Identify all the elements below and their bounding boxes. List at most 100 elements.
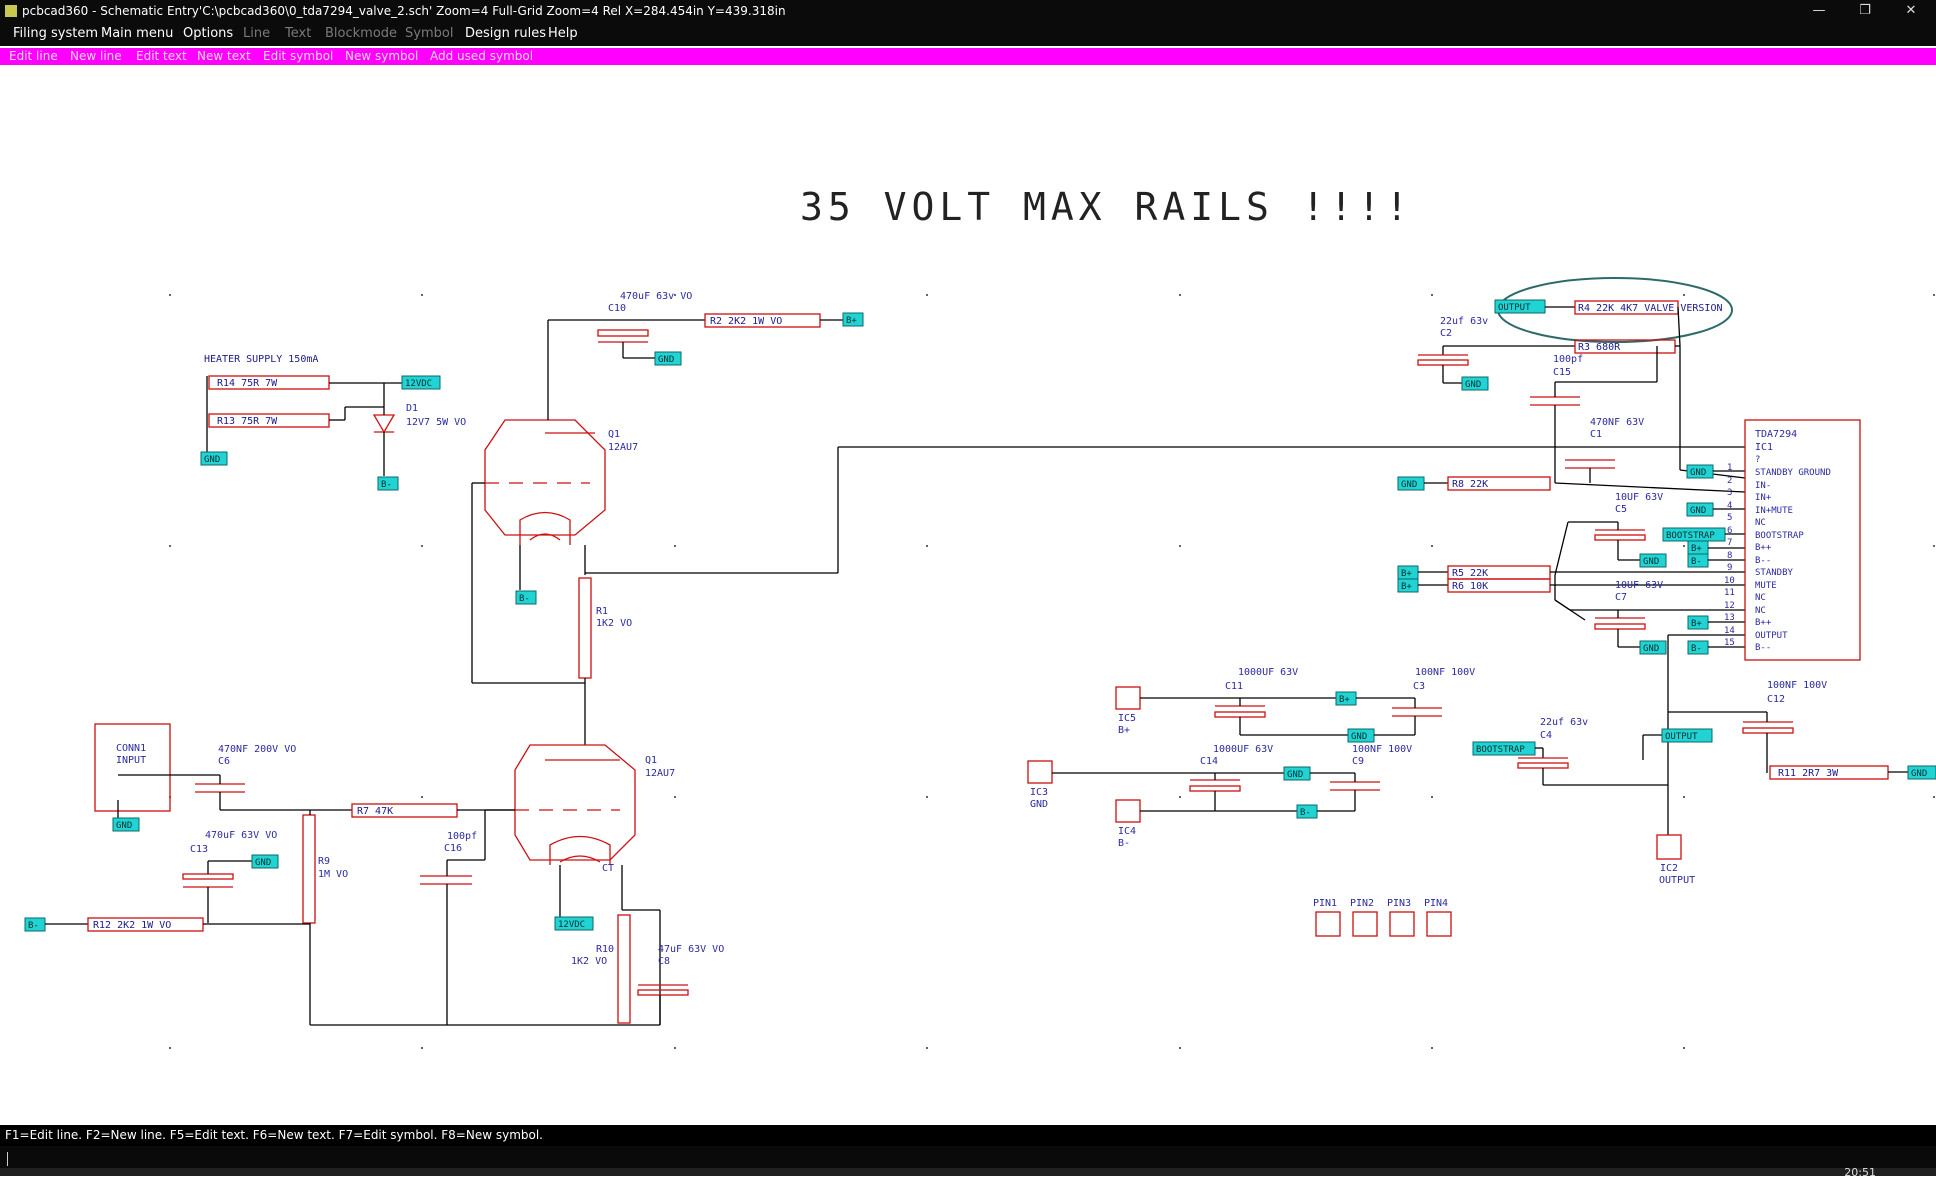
tag-gnd-heater[interactable] <box>200 451 228 466</box>
c2-ref: C2 <box>1440 328 1452 339</box>
new-line-button[interactable]: New line <box>70 49 122 63</box>
menu-line[interactable]: Line <box>243 26 271 41</box>
menu-filing-system[interactable]: Filing system <box>13 26 98 41</box>
ic1-pin-num-11: 11 <box>1724 588 1735 598</box>
menu-help[interactable]: Help <box>548 26 578 41</box>
tag-bminus-heater[interactable] <box>377 476 399 491</box>
resistor-r10[interactable] <box>617 914 631 1024</box>
r1-value: 1K2 VO <box>596 618 632 629</box>
maximize-button[interactable]: ❐ <box>1859 3 1871 18</box>
ic1-pin-num-12: 12 <box>1724 601 1735 611</box>
c12-value: 100NF 100V <box>1767 680 1827 691</box>
tag-bplus-r2[interactable] <box>842 312 864 327</box>
connector-conn1[interactable] <box>94 723 171 812</box>
resistor-r1[interactable] <box>578 577 592 679</box>
minimize-button[interactable]: — <box>1812 3 1826 18</box>
menu-symbol[interactable]: Symbol <box>405 26 454 41</box>
ic3-sub: GND <box>1030 799 1048 810</box>
ic1-pin-label-6: BOOTSTRAP <box>1755 531 1804 541</box>
heater-supply-block[interactable]: HEATER SUPPLY 150mA R14 75R 7W R13 75R 7… <box>200 354 466 491</box>
ic1-pin-label-3: IN+ <box>1755 493 1772 503</box>
capacitor-c5[interactable] <box>1594 534 1646 541</box>
close-button[interactable]: ✕ <box>1905 3 1917 18</box>
ic2-ref: IC2 <box>1660 863 1678 874</box>
capacitor-c4[interactable] <box>1517 762 1569 769</box>
ic1-pin-num-10: 10 <box>1724 576 1735 586</box>
tag-output-ic1[interactable] <box>1661 728 1713 743</box>
capacitor-c11[interactable] <box>1214 711 1266 718</box>
ic1-pin-label-14: OUTPUT <box>1755 631 1788 641</box>
tag-gnd-c10[interactable] <box>654 351 682 366</box>
c14-ref: C14 <box>1200 756 1218 767</box>
tag-gnd-c7-text: GND <box>1643 644 1659 654</box>
ic1-pin-label-13: B++ <box>1755 618 1772 628</box>
q1-lower-value: 12AU7 <box>645 768 675 779</box>
menu-text[interactable]: Text <box>285 26 312 41</box>
capacitor-c10[interactable] <box>597 329 649 337</box>
add-used-symbol-button[interactable]: Add used symbol <box>430 49 534 63</box>
new-text-button[interactable]: New text <box>197 49 251 63</box>
resistor-r8[interactable] <box>1447 476 1551 491</box>
tag-bplus-r2-text: B+ <box>846 316 857 326</box>
pin-header-2[interactable] <box>1352 911 1378 937</box>
pin-header-3[interactable] <box>1389 911 1415 937</box>
ic1-pin-label-1: STANDBY GROUND <box>1755 468 1831 478</box>
ic3-ref: IC3 <box>1030 787 1048 798</box>
capacitor-c7[interactable] <box>1594 623 1646 630</box>
tag-gnd-r11[interactable] <box>1907 765 1936 780</box>
amplifier-block[interactable]: OUTPUT R4 22K 4K7 VALVE VERSION 22uf 63v… <box>1397 277 1936 886</box>
capacitor-c12[interactable] <box>1742 727 1794 734</box>
menu-blockmode[interactable]: Blockmode <box>325 26 398 41</box>
connector-ic4[interactable] <box>1115 799 1141 823</box>
connector-ic2[interactable] <box>1656 834 1682 860</box>
tag-12vdc-heater[interactable] <box>401 375 441 390</box>
input-block[interactable]: CONN1 INPUT GND 470NF 200V VO C6 R7 47K … <box>24 723 515 1025</box>
tag-gnd-c5[interactable] <box>1639 553 1667 568</box>
new-symbol-button[interactable]: New symbol <box>345 49 419 63</box>
tag-bminus-valve[interactable] <box>515 590 537 605</box>
c16-ref: C16 <box>444 843 462 854</box>
resistor-r9[interactable] <box>302 814 316 924</box>
valve-lower[interactable]: Q1 12AU7 CT 12VDC R10 1K2 VO 47uF 63V VO… <box>310 744 724 1026</box>
schematic-drawing[interactable]: .w { stroke:#000; stroke-width:1.3; fill… <box>0 65 1936 1125</box>
menu-options[interactable]: Options <box>183 26 234 41</box>
edit-line-button[interactable]: Edit line <box>9 49 58 63</box>
ic1-pin-num-5: 5 <box>1727 513 1732 523</box>
valve-upper[interactable]: Q1 12AU7 B- R1 1K2 VO <box>471 410 1745 745</box>
tag-gnd-c2-text: GND <box>1465 380 1481 390</box>
pin-headers[interactable]: PIN1 PIN2 PIN3 PIN4 <box>1313 898 1452 937</box>
pin-header-1[interactable] <box>1315 911 1341 937</box>
c1-value: 470NF 63V <box>1590 417 1644 428</box>
tag-gnd-input[interactable] <box>112 817 140 832</box>
ic1-pin-num-7: 7 <box>1727 538 1732 548</box>
tag-bminus-input-text: B- <box>28 921 39 931</box>
menu-main-menu[interactable]: Main menu <box>101 26 174 41</box>
edit-symbol-button[interactable]: Edit symbol <box>263 49 334 63</box>
capacitor-c14[interactable] <box>1189 785 1241 792</box>
tag-gnd-c2[interactable] <box>1461 376 1489 391</box>
ic1-tda7294[interactable] <box>1744 419 1861 661</box>
c4-ref: C4 <box>1540 730 1552 741</box>
capacitor-c2[interactable] <box>1417 359 1469 366</box>
capacitor-c13[interactable] <box>182 873 234 880</box>
pin-header-4[interactable] <box>1426 911 1452 937</box>
tag-gnd-c13-text: GND <box>255 858 271 868</box>
supply-caps-block[interactable]: IC5 B+ 1000UF 63V C11 B+ GND 100NF 100V … <box>1027 667 1475 849</box>
ic1-pin-label-5: NC <box>1755 518 1766 528</box>
tag-gnd-ic1-pin2-text: GND <box>1690 468 1706 478</box>
ic1-ref: IC1 <box>1755 442 1773 453</box>
connector-ic3[interactable] <box>1027 760 1053 784</box>
zener-d1[interactable] <box>372 414 396 434</box>
c10-r2-block[interactable]: 470uF 63v VO C10 GND R2 2K2 1W VO B+ <box>547 291 864 410</box>
schematic-canvas[interactable]: .w { stroke:#000; stroke-width:1.3; fill… <box>0 65 1936 1125</box>
tag-gnd-c7[interactable] <box>1639 640 1667 655</box>
r7-label: R7 47K <box>357 806 393 817</box>
ic1-pin-label-7: B++ <box>1755 543 1772 553</box>
tag-12vdc-valve[interactable] <box>554 916 594 931</box>
connector-ic5[interactable] <box>1115 686 1141 710</box>
menu-design-rules[interactable]: Design rules <box>465 26 546 41</box>
c3-ref: C3 <box>1413 681 1425 692</box>
tag-gnd-c13[interactable] <box>251 854 279 869</box>
edit-text-button[interactable]: Edit text <box>136 49 187 63</box>
c9-value: 100NF 100V <box>1352 744 1412 755</box>
